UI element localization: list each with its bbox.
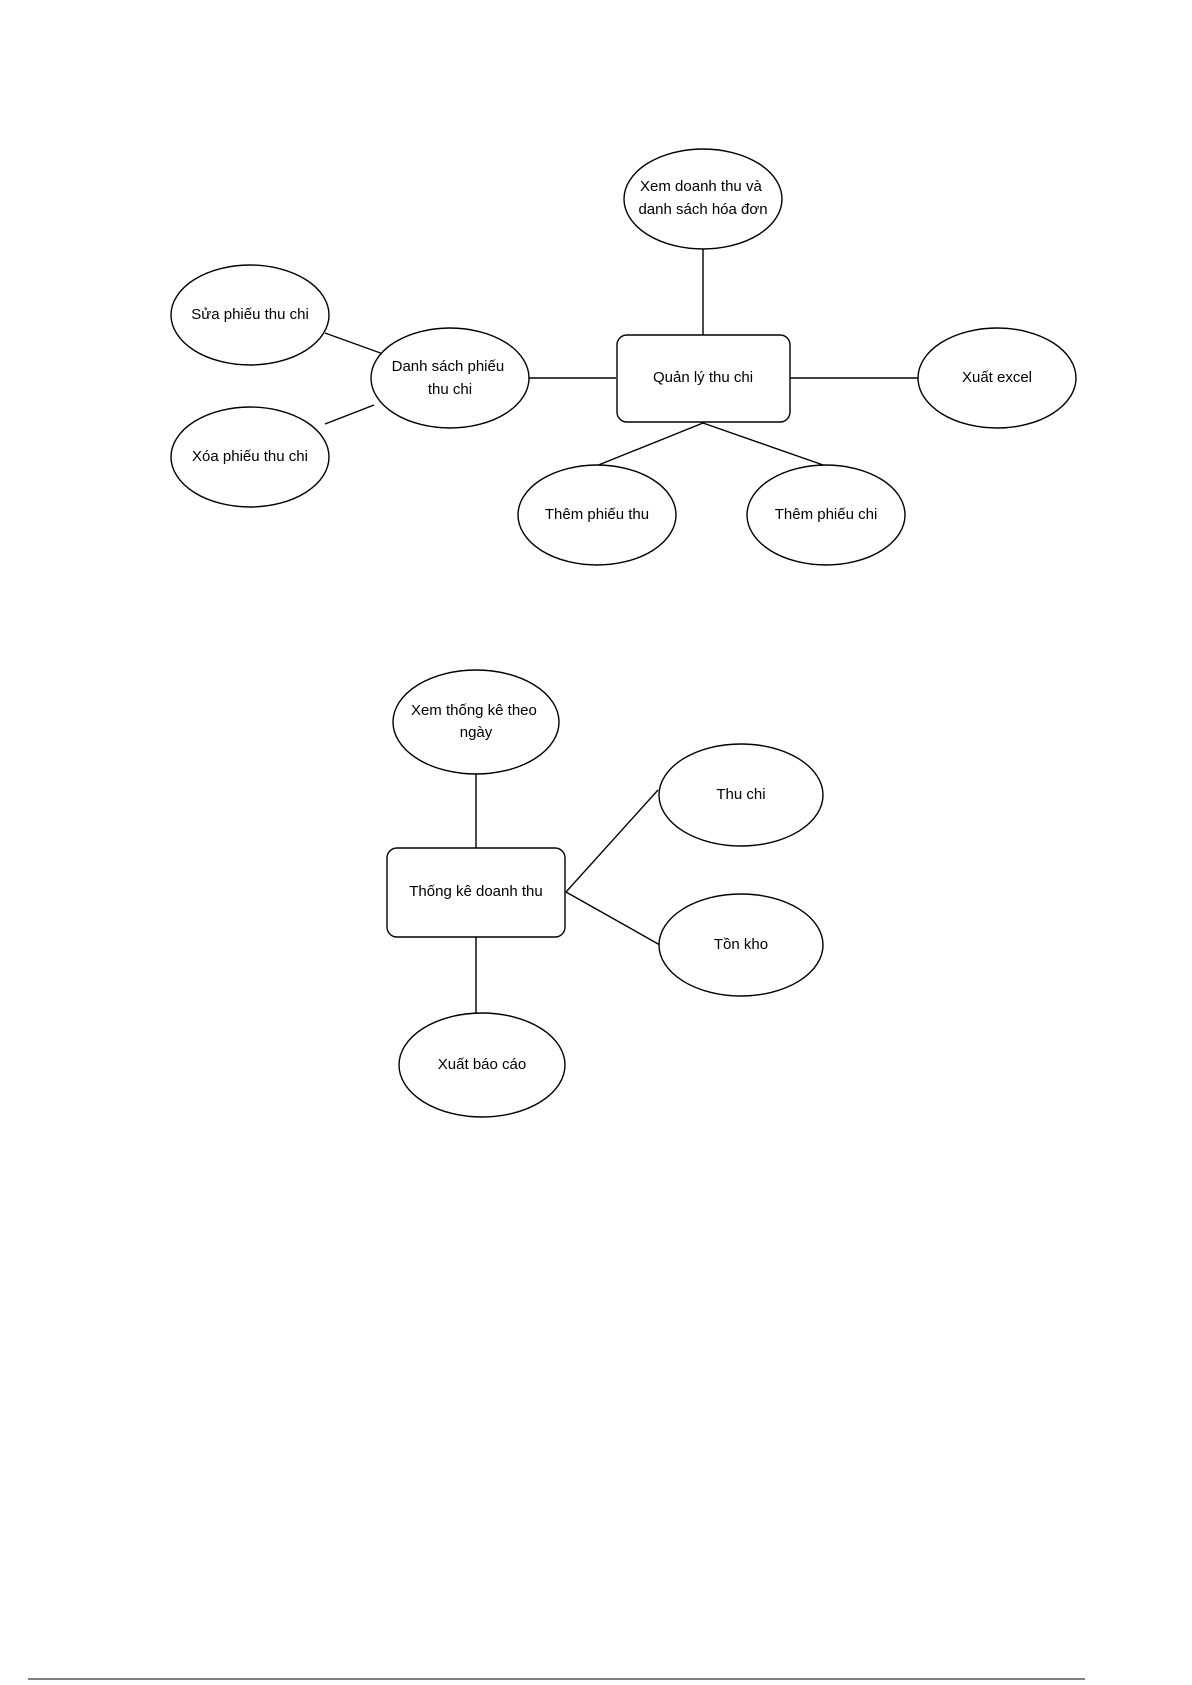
node-label: Quản lý thu chi xyxy=(653,369,753,386)
edge-center-to-add-receipt xyxy=(596,423,703,466)
node-label-line1: Xem thống kê theo xyxy=(411,702,537,719)
node-sua-phieu: Sửa phiếu thu chi xyxy=(171,265,329,365)
node-label: Xuất báo cáo xyxy=(438,1056,526,1073)
ellipse xyxy=(371,328,529,428)
ellipse xyxy=(624,149,782,249)
svg-text:Xuất báo cáo: Xuất báo cáo xyxy=(438,1056,526,1073)
node-label: Xuất excel xyxy=(962,369,1032,386)
svg-text:Thống kê doanh thu: Thống kê doanh thu xyxy=(409,883,542,900)
svg-text:Thêm phiếu thu: Thêm phiếu thu xyxy=(545,506,649,523)
node-quan-ly-thu-chi: Quản lý thu chi xyxy=(617,335,790,422)
node-them-phieu-thu: Thêm phiếu thu xyxy=(518,465,676,565)
node-label-line2: danh sách hóa đơn xyxy=(638,201,767,218)
svg-text:Thêm phiếu chi: Thêm phiếu chi xyxy=(775,506,878,523)
edge-center-to-income-expense xyxy=(566,790,658,892)
node-label: Thêm phiếu chi xyxy=(775,506,878,523)
node-them-phieu-chi: Thêm phiếu chi xyxy=(747,465,905,565)
node-label-line2: thu chi xyxy=(428,381,472,398)
edge-list-to-edit xyxy=(325,333,386,355)
edge-center-to-add-payment xyxy=(703,423,826,466)
edge-center-to-inventory xyxy=(566,892,660,945)
node-label: Thêm phiếu thu xyxy=(545,506,649,523)
node-xem-doanh-thu: Xem doanh thu và danh sách hóa đơn xyxy=(624,149,782,249)
node-xoa-phieu: Xóa phiếu thu chi xyxy=(171,407,329,507)
svg-text:Xóa phiếu thu chi: Xóa phiếu thu chi xyxy=(192,448,308,465)
node-ton-kho: Tồn kho xyxy=(659,894,823,996)
edge-list-to-delete xyxy=(325,405,374,424)
node-label: Thu chi xyxy=(716,786,765,803)
svg-text:Quản lý thu chi: Quản lý thu chi xyxy=(653,369,753,386)
node-label: Thống kê doanh thu xyxy=(409,883,542,900)
svg-text:Sửa phiếu thu chi: Sửa phiếu thu chi xyxy=(191,306,309,323)
svg-text:Xuất excel: Xuất excel xyxy=(962,369,1032,386)
ellipse xyxy=(393,670,559,774)
node-danh-sach-phieu: Danh sách phiếu thu chi xyxy=(371,328,529,428)
svg-text:Thu chi: Thu chi xyxy=(716,786,765,803)
node-label: Tồn kho xyxy=(714,936,768,953)
node-thong-ke-doanh-thu: Thống kê doanh thu xyxy=(387,848,565,937)
node-label-line1: Xem doanh thu và xyxy=(640,178,762,195)
node-label: Xóa phiếu thu chi xyxy=(192,448,308,465)
node-label-line2: ngày xyxy=(460,724,493,741)
node-thu-chi: Thu chi xyxy=(659,744,823,846)
node-label-line1: Danh sách phiếu xyxy=(392,358,505,375)
node-label: Sửa phiếu thu chi xyxy=(191,306,309,323)
node-xuat-bao-cao: Xuất báo cáo xyxy=(399,1013,565,1117)
svg-text:Tồn kho: Tồn kho xyxy=(714,936,768,953)
node-xem-thong-ke-ngay: Xem thống kê theo ngày xyxy=(393,670,559,774)
node-xuat-excel: Xuất excel xyxy=(918,328,1076,428)
